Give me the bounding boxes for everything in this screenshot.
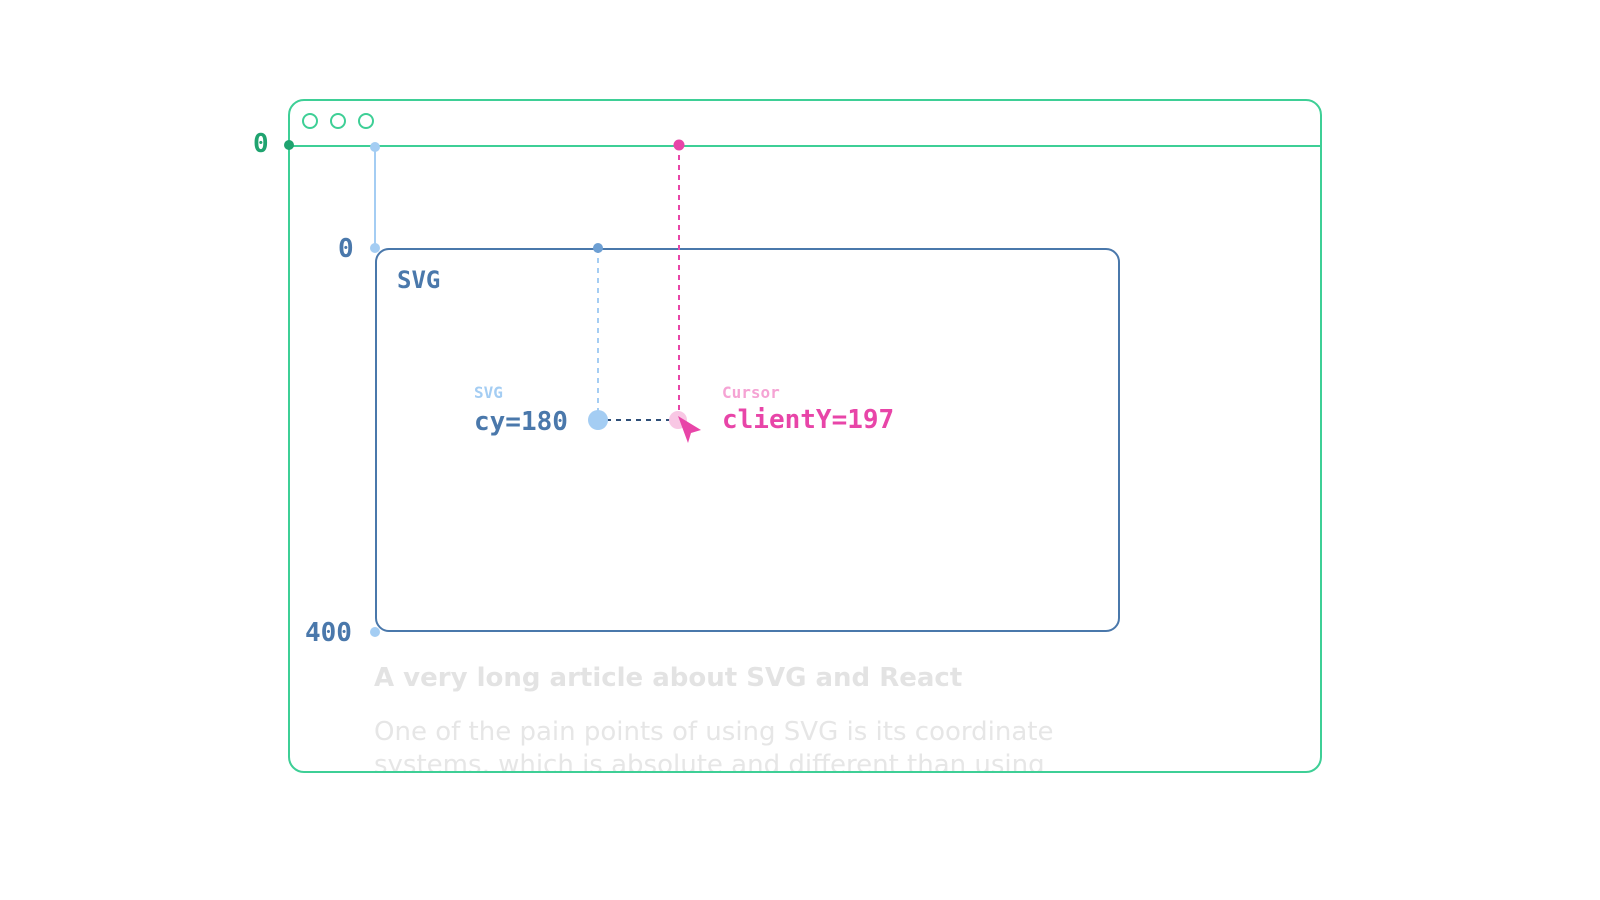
svg-point-value: cy=180 — [474, 407, 568, 437]
svg-point-caption: SVG — [474, 383, 503, 402]
article-body: One of the pain points of using SVG is i… — [374, 717, 1054, 773]
svg-canvas-box: SVG — [375, 248, 1120, 632]
window-close-dot[interactable] — [302, 113, 318, 129]
window-minimize-dot[interactable] — [330, 113, 346, 129]
svg-top-label: 0 — [338, 234, 354, 264]
svg-box-label: SVG — [397, 266, 441, 294]
svg-bottom-label: 400 — [305, 618, 352, 648]
window-maximize-dot[interactable] — [358, 113, 374, 129]
viewport-origin-label: 0 — [253, 129, 269, 159]
cursor-value: clientY=197 — [722, 405, 895, 435]
browser-titlebar — [290, 101, 1320, 147]
article-title: A very long article about SVG and React — [374, 663, 963, 693]
cursor-caption: Cursor — [722, 383, 780, 402]
browser-window: A very long article about SVG and React … — [288, 99, 1322, 773]
